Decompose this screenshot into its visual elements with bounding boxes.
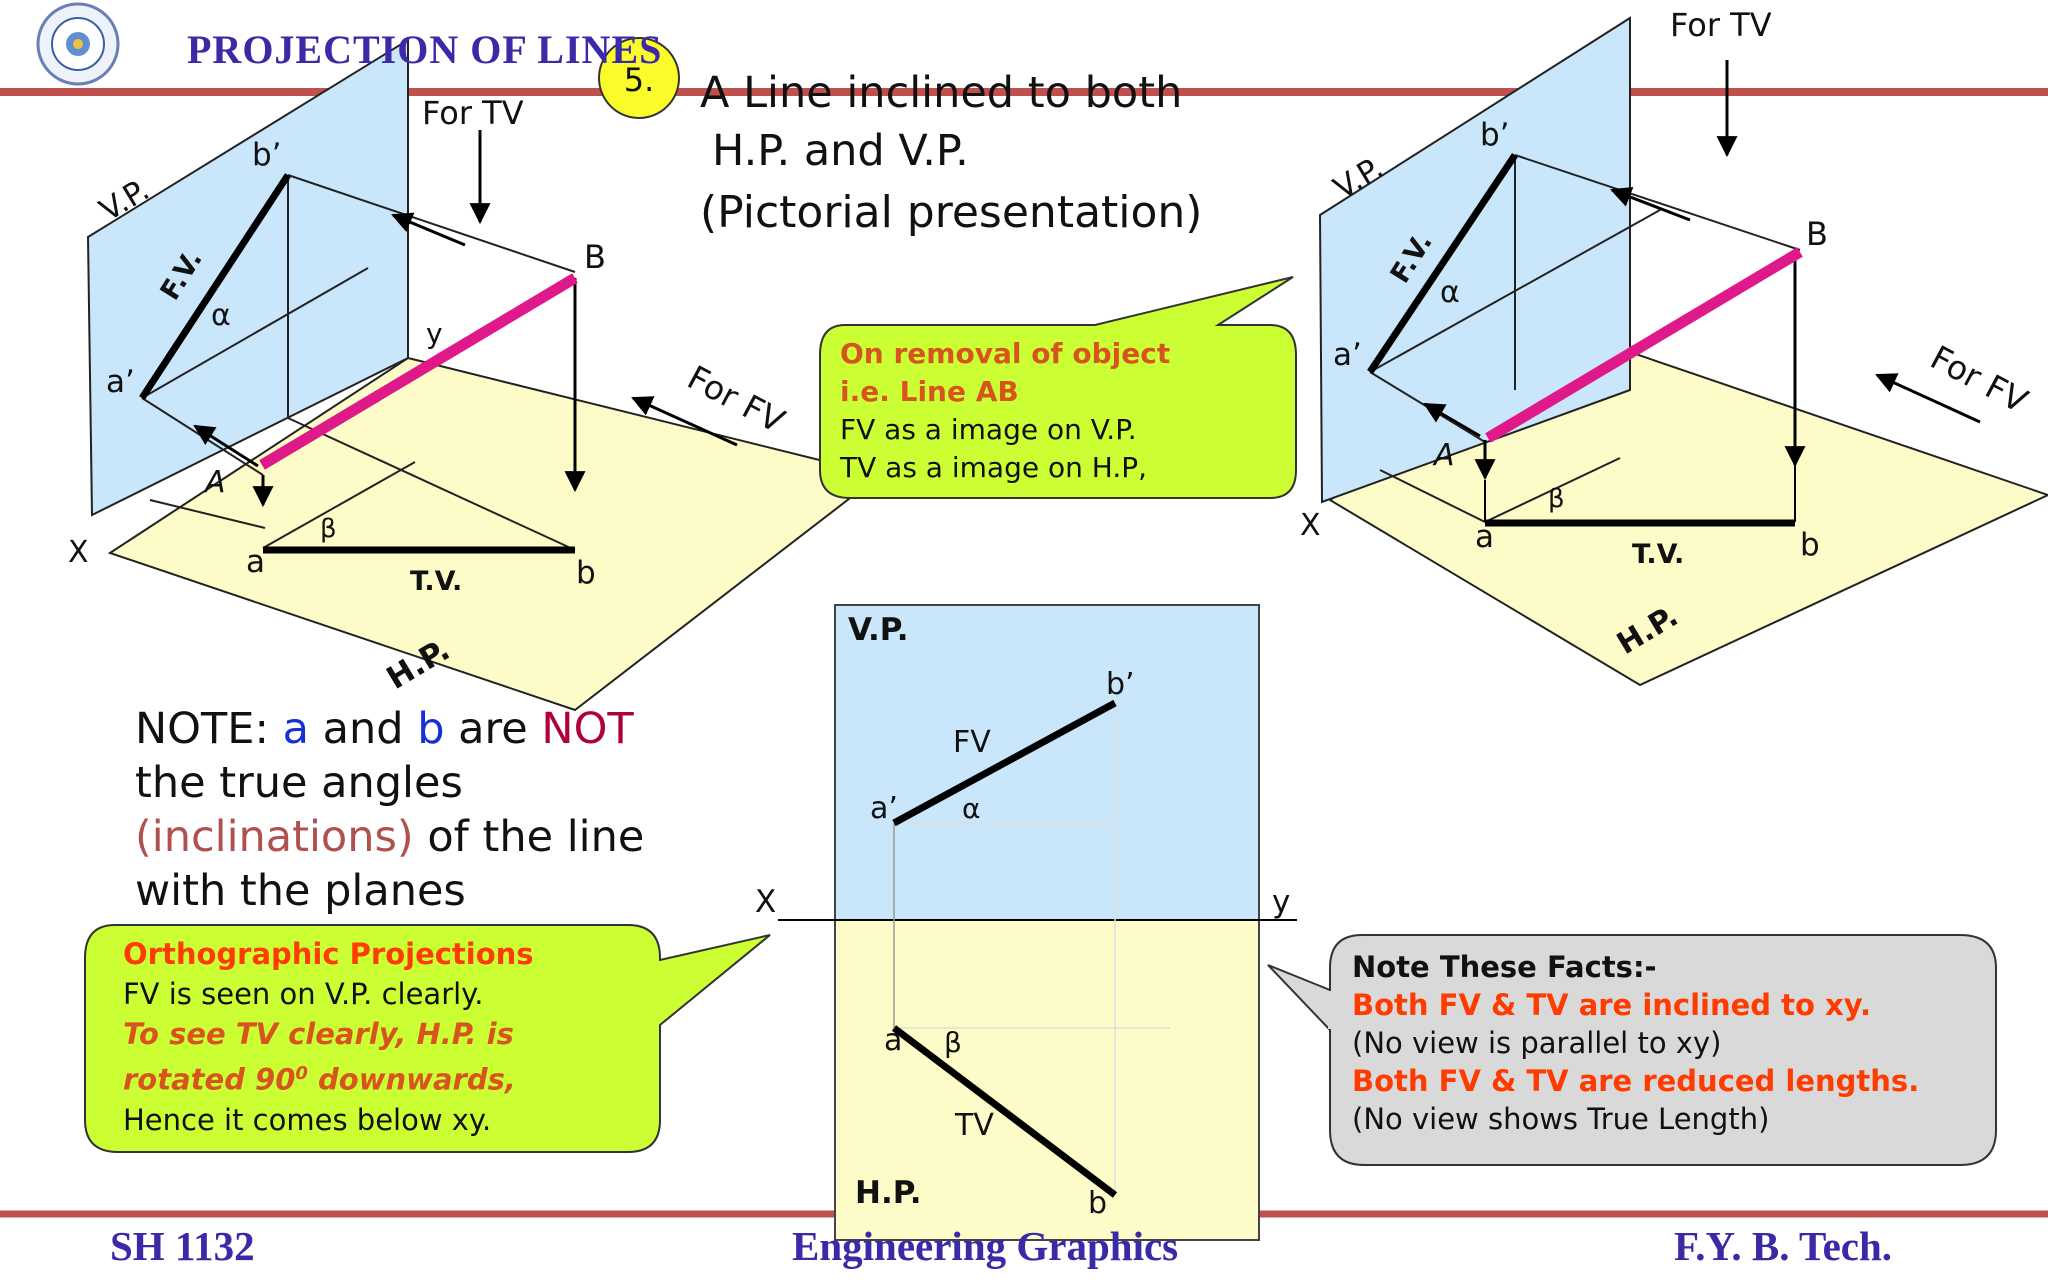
left-pictorial (86, 38, 883, 712)
removal-line-2: i.e. Line AB (840, 375, 1019, 408)
ortho-vp-region (834, 604, 1260, 921)
left-alpha: α (211, 298, 231, 333)
callout-ortho-text: Orthographic Projections FV is seen on V… (123, 934, 534, 1140)
right-pictorial (1318, 16, 2048, 687)
left-front-view-line (139, 173, 291, 400)
ortho-tv-label: TV (954, 1108, 994, 1143)
ortho-callout-title: Orthographic Projections (123, 937, 534, 971)
note-line-3: (inclinations) of the line (135, 810, 644, 864)
ortho-a-small: a (884, 1023, 902, 1058)
heading-line-1: A Line inclined to both (700, 68, 1183, 118)
right-point-a: A (1432, 438, 1455, 473)
callout-facts-text: Note These Facts:- Both FV & TV are incl… (1352, 948, 1919, 1138)
left-line-ab (259, 273, 578, 470)
right-a-dash: a’ (1333, 337, 1362, 373)
note-b: b (417, 704, 445, 754)
ortho-a-dash: a’ (870, 791, 898, 826)
removal-line-3: FV as a image on V.P. (840, 413, 1137, 446)
left-for-tv-label: For TV (422, 94, 524, 132)
orthographic-projection (778, 604, 1297, 1241)
ortho-x-label: X (755, 884, 776, 920)
right-front-view-line (1367, 153, 1518, 374)
removal-line-4: TV as a image on H.P, (840, 451, 1148, 484)
footer-right: F.Y. B. Tech. (1674, 1223, 1893, 1269)
note-and: and (308, 704, 418, 754)
heading-line-3: (Pictorial presentation) (700, 187, 1203, 238)
ortho-fv-label: FV (953, 725, 991, 760)
facts-title: Note These Facts:- (1352, 950, 1657, 984)
footer-center: Engineering Graphics (792, 1223, 1179, 1269)
ortho-tv-line (891, 1025, 1118, 1198)
note-not: NOT (541, 704, 634, 754)
note-line-3-rest: of the line (413, 812, 645, 862)
left-x-label: X (68, 535, 89, 570)
left-b-small: b (576, 555, 596, 591)
left-tv-label: T.V. (410, 566, 462, 597)
right-a-small: a (1475, 519, 1494, 555)
ortho-callout-line-2: FV is seen on V.P. clearly. (123, 977, 484, 1011)
right-b-small: b (1800, 527, 1820, 563)
ortho-b-dash: b’ (1106, 667, 1135, 702)
ortho-callout-downwards: downwards, (307, 1062, 516, 1097)
right-line-ab (1485, 247, 1803, 443)
ortho-callout-line-5: Hence it comes below xy. (123, 1102, 492, 1137)
ortho-callout-line-3: To see TV clearly, H.P. is (123, 1017, 514, 1051)
ortho-vp-label: V.P. (848, 612, 909, 648)
note-line-4: with the planes (135, 866, 466, 916)
ortho-fv-line (892, 699, 1117, 827)
callout-facts-bubble (1267, 934, 1997, 1166)
right-for-fv-label: For FV (1924, 338, 2034, 421)
ortho-beta: β (944, 1026, 962, 1059)
left-a-dash: a’ (106, 364, 135, 400)
ortho-callout-rotated: rotated 90 (123, 1062, 296, 1097)
right-vp-plane (1318, 16, 1631, 504)
note-inclinations: (inclinations) (135, 812, 414, 862)
note-block: NOTE: a and b are NOT the true angles (i… (135, 702, 644, 918)
ortho-hp-region (834, 919, 1260, 1241)
note-are: are (444, 704, 542, 754)
right-for-tv-label: For TV (1670, 6, 1772, 44)
right-tv-label: T.V. (1632, 539, 1684, 570)
step-badge (598, 37, 680, 119)
callout-removal-bubble (819, 276, 1297, 499)
left-y-label: y (426, 317, 443, 350)
slide-title: PROJECTION OF LINES (187, 27, 663, 72)
note-line-1: NOTE: a and b are NOT (135, 702, 644, 756)
removal-line-1: On removal of object (840, 337, 1171, 370)
ortho-alpha: α (962, 792, 980, 825)
ortho-b-small: b (1088, 1186, 1107, 1221)
left-point-a: A (203, 465, 226, 500)
note-line-2: the true angles (135, 758, 463, 808)
institute-logo (36, 2, 120, 86)
left-vp-plane (86, 38, 409, 517)
facts-line-2: Both FV & TV are inclined to xy. (1352, 988, 1871, 1022)
right-beta: β (1548, 484, 1565, 514)
callout-removal-text: On removal of object i.e. Line AB FV as … (840, 335, 1170, 487)
heading-line-2: H.P. and V.P. (712, 126, 969, 176)
facts-line-3: (No view is parallel to xy) (1352, 1026, 1722, 1060)
left-a-small: a (246, 544, 265, 580)
note-a: a (282, 704, 309, 754)
ortho-callout-line-4: rotated 900 downwards, (123, 1054, 534, 1100)
ortho-y-label: y (1272, 884, 1290, 920)
step-badge-text: 5. (624, 61, 655, 99)
note-prefix: NOTE: (135, 704, 283, 754)
right-point-b: B (1806, 215, 1828, 253)
callout-ortho-bubble (84, 924, 771, 1153)
facts-line-5: (No view shows True Length) (1352, 1102, 1770, 1136)
left-b-dash: b’ (252, 137, 282, 173)
left-beta: β (320, 514, 337, 544)
ortho-callout-degree: 0 (295, 1063, 308, 1084)
slide-heading: A Line inclined to both H.P. and V.P. (P… (700, 64, 1202, 242)
right-b-dash: b’ (1480, 117, 1510, 153)
footer-left: SH 1132 (110, 1223, 255, 1269)
right-x-label: X (1300, 508, 1321, 543)
facts-line-4: Both FV & TV are reduced lengths. (1352, 1064, 1920, 1098)
ortho-hp-label: H.P. (855, 1175, 922, 1211)
right-alpha: α (1440, 275, 1460, 310)
left-point-b: B (584, 238, 606, 276)
